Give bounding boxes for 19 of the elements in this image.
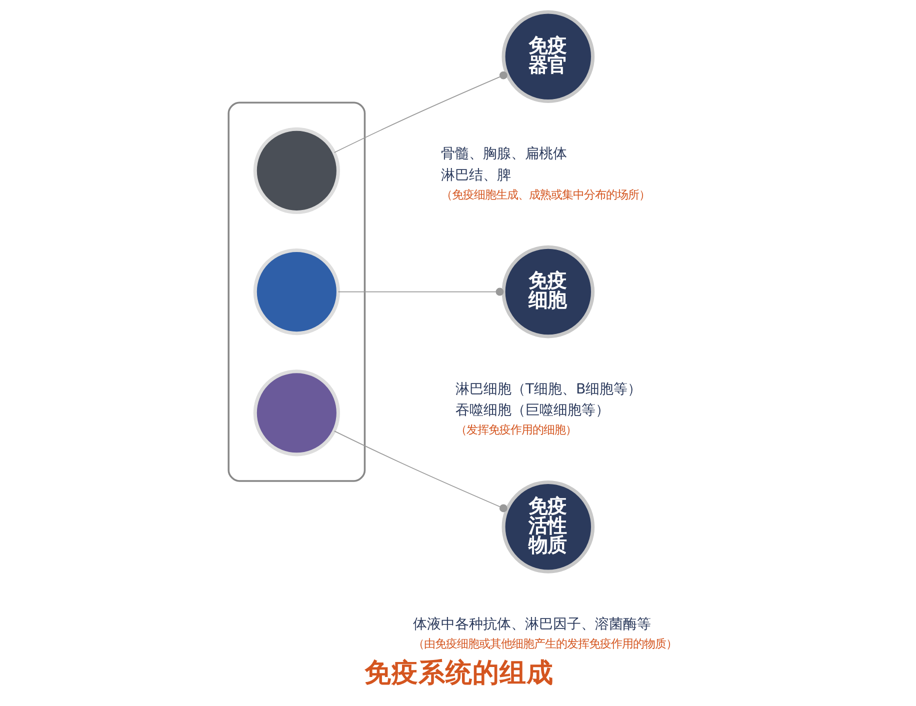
node-label: 淋巴结、脾 — [441, 167, 512, 184]
connector — [334, 71, 508, 153]
node-label: 淋巴细胞（T细胞、B细胞等） — [455, 381, 642, 398]
connector — [338, 288, 504, 296]
cluster — [228, 102, 366, 482]
node-circle: 免疫活性物质 — [502, 480, 595, 574]
connector — [334, 430, 508, 512]
node-circle: 免疫器官 — [502, 10, 595, 104]
node-label: （免疫细胞生成、成熟或集中分布的场所） — [441, 187, 650, 202]
node-circle — [253, 248, 340, 336]
node-circle: 免疫细胞 — [502, 245, 595, 338]
node-label: 骨髓、胸腺、扁桃体 — [441, 146, 568, 162]
node-circle — [253, 127, 340, 214]
node-label: 体液中各种抗体、淋巴因子、溶菌酶等 — [412, 616, 651, 632]
caption: 免疫系统的组成 — [364, 658, 554, 689]
node-label: 吞噬细胞（巨噬细胞等） — [455, 402, 610, 418]
node-circle — [253, 370, 340, 456]
node-label: （发挥免疫作用的细胞） — [455, 422, 576, 437]
node-label: （由免疫细胞或其他细胞产生的发挥免疫作用的物质） — [412, 636, 677, 650]
